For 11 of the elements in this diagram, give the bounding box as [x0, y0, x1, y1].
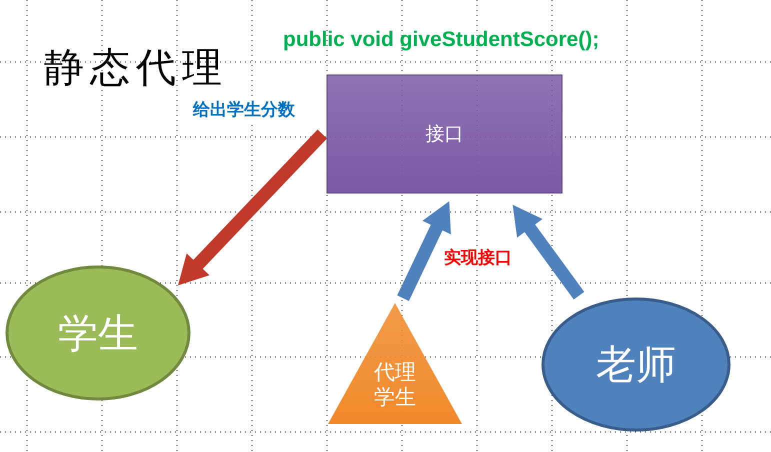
- node-label: 接口: [426, 122, 464, 147]
- proxy-triangle: [328, 303, 462, 424]
- node-label: 老师: [596, 341, 676, 390]
- node-label: 代理学生: [374, 360, 416, 409]
- title: 静态代理: [44, 44, 228, 92]
- student-ellipse: [5, 265, 191, 401]
- interface-box: [327, 75, 562, 193]
- method-signature: public void giveStudentScore();: [283, 28, 600, 52]
- edge-label: 给出学生分数: [191, 98, 298, 122]
- teacher-ellipse: [541, 297, 731, 432]
- node-label: 学生: [58, 310, 138, 358]
